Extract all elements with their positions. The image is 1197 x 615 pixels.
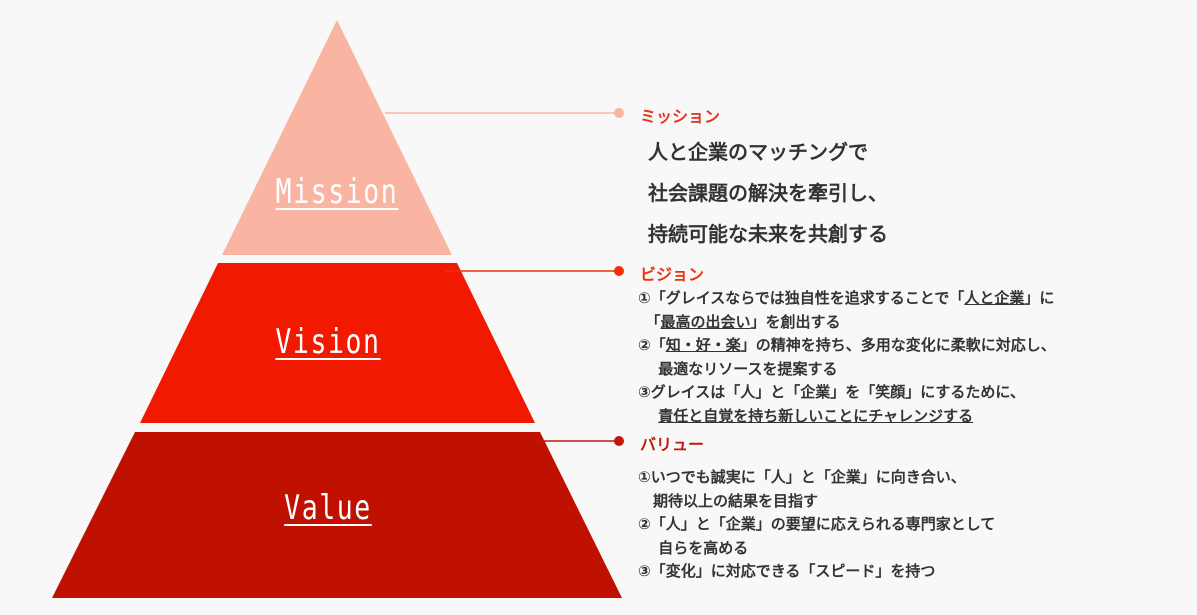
mission-statement: 人と企業のマッチングで社会課題の解決を牽引し、持続可能な未来を共創する bbox=[648, 132, 888, 255]
underlined-text: 知・好・楽 bbox=[665, 336, 741, 354]
text-segment: ③「変化」に対応できる「スピード」を持つ bbox=[638, 562, 936, 580]
text-segment bbox=[638, 407, 658, 425]
value-statement: ①いつでも誠実に「人」と「企業」に向き合い、 期待以上の結果を目指す ②「人」と「… bbox=[638, 466, 995, 584]
underlined-text: 責任と自覚を持ち新しいことにチャレンジする bbox=[658, 406, 974, 425]
vision-line: 最適なリソースを提案する bbox=[638, 358, 1056, 382]
text-segment: ②「 bbox=[638, 336, 666, 354]
text-segment: 社会課題の解決を牽引し、 bbox=[648, 181, 888, 205]
value-line: ②「人」と「企業」の要望に応えられる専門家として bbox=[638, 513, 995, 537]
vision-line: 責任と自覚を持ち新しいことにチャレンジする bbox=[638, 405, 1056, 429]
vision-line: ①「グレイスならでは独自性を追求することで「人と企業」に bbox=[638, 287, 1056, 311]
vision-statement: ①「グレイスならでは独自性を追求することで「人と企業」に 「最高の出会い」を創出… bbox=[638, 287, 1056, 428]
mission-line: 人と企業のマッチングで bbox=[648, 132, 888, 173]
mission-line: 持続可能な未来を共創する bbox=[648, 214, 888, 255]
value-tier bbox=[52, 432, 622, 598]
vision-label: Vision bbox=[275, 322, 381, 362]
mission-heading: ミッション bbox=[640, 107, 721, 126]
value-heading: バリュー bbox=[640, 435, 705, 454]
text-segment: ③グレイスは「人」と「企業」を「笑顔」にするために、 bbox=[638, 383, 1025, 401]
value-line: 期待以上の結果を目指す bbox=[638, 490, 995, 514]
underlined-text: 人と企業 bbox=[964, 289, 1025, 307]
vision-line: 「最高の出会い」を創出する bbox=[638, 311, 1056, 335]
text-segment: 「 bbox=[638, 312, 661, 331]
mission-dot bbox=[614, 108, 624, 118]
value-line: ③「変化」に対応できる「スピード」を持つ bbox=[638, 560, 995, 584]
value-dot bbox=[614, 436, 624, 446]
text-segment: ②「人」と「企業」の要望に応えられる専門家として bbox=[638, 515, 996, 533]
text-segment: 」の精神を持ち、多用な変化に柔軟に対応し、 bbox=[740, 336, 1056, 354]
text-segment: ①「グレイスならでは独自性を追求することで「 bbox=[638, 289, 965, 307]
text-segment: 人と企業のマッチングで bbox=[648, 140, 868, 164]
text-segment: 」に bbox=[1024, 289, 1055, 307]
value-line: ①いつでも誠実に「人」と「企業」に向き合い、 bbox=[638, 466, 995, 490]
mission-line: 社会課題の解決を牽引し、 bbox=[648, 173, 888, 214]
text-segment: 持続可能な未来を共創する bbox=[648, 222, 888, 246]
value-label: Value bbox=[284, 488, 372, 528]
vision-line: ②「知・好・楽」の精神を持ち、多用な変化に柔軟に対応し、 bbox=[638, 334, 1056, 358]
underlined-text: 最高の出会い bbox=[660, 312, 751, 331]
vision-heading: ビジョン bbox=[640, 265, 705, 284]
mission-tier bbox=[222, 20, 452, 255]
vision-line: ③グレイスは「人」と「企業」を「笑顔」にするために、 bbox=[638, 381, 1056, 405]
text-segment: 最適なリソースを提案する bbox=[638, 359, 838, 378]
vision-dot bbox=[614, 266, 624, 276]
text-segment: 」を創出する bbox=[750, 312, 841, 331]
text-segment: ①いつでも誠実に「人」と「企業」に向き合い、 bbox=[638, 468, 966, 486]
vision-tier bbox=[140, 263, 535, 423]
text-segment: 期待以上の結果を目指す bbox=[638, 491, 819, 510]
value-line: 自らを高める bbox=[638, 537, 995, 561]
text-segment: 自らを高める bbox=[638, 538, 749, 557]
mission-label: Mission bbox=[275, 172, 399, 212]
